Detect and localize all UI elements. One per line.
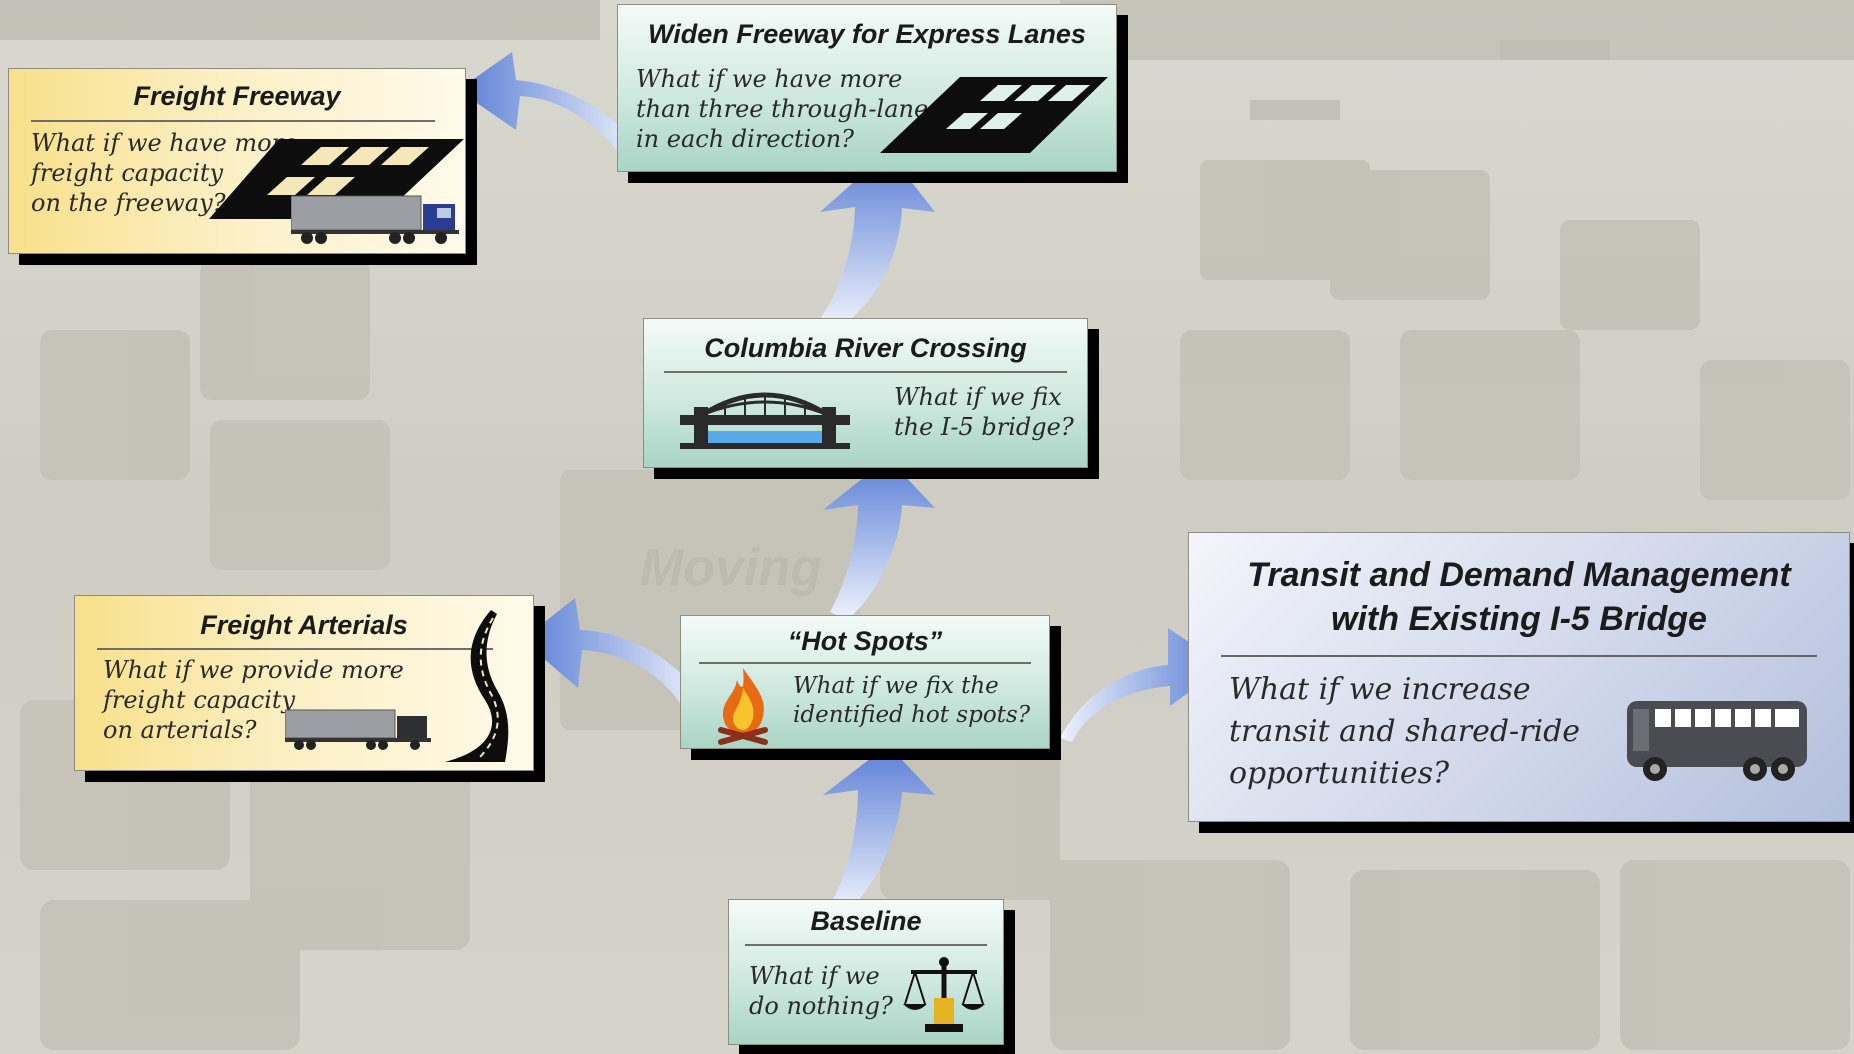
widen-freeway-title: Widen Freeway for Express Lanes — [648, 19, 1086, 49]
hot-spots-box: “Hot Spots” What if we fix the identifie… — [680, 615, 1050, 749]
columbia-crossing-question: What if we fix the I-5 bridge? — [894, 383, 1074, 441]
background-sign-text: Moving — [640, 539, 822, 597]
freight-arterials-title: Freight Arterials — [200, 610, 408, 640]
truck-icon — [291, 195, 459, 244]
transit-title: Transit and Demand Management with Exist… — [1247, 556, 1791, 639]
baseline-box: Baseline What if we do nothing? — [728, 899, 1004, 1045]
divider — [745, 944, 987, 946]
highway-lanes-icon — [880, 77, 1108, 153]
road-curve-icon — [445, 610, 509, 762]
columbia-crossing-title: Columbia River Crossing — [704, 333, 1027, 363]
freight-freeway-title: Freight Freeway — [133, 81, 341, 111]
widen-freeway-box: Widen Freeway for Express Lanes What if … — [617, 4, 1117, 172]
baseline-question: What if we do nothing? — [749, 962, 893, 1020]
columbia-crossing-box: Columbia River Crossing What if we fix t… — [643, 318, 1088, 468]
divider — [1221, 655, 1817, 657]
campfire-icon — [718, 668, 768, 745]
transit-question: What if we increase transit and shared-r… — [1229, 672, 1581, 791]
scales-icon — [903, 957, 985, 1032]
freight-arterials-box: Freight Arterials What if we provide mor… — [74, 595, 534, 771]
transit-box: Transit and Demand Management with Exist… — [1188, 532, 1850, 822]
divider — [31, 120, 435, 122]
widen-freeway-question: What if we have more than three through-… — [636, 65, 941, 153]
divider — [699, 662, 1031, 664]
hot-spots-question: What if we fix the identified hot spots? — [793, 673, 1031, 728]
bus-icon — [1627, 701, 1807, 781]
baseline-title: Baseline — [810, 906, 922, 936]
hot-spots-title: “Hot Spots” — [787, 626, 943, 656]
freight-arterials-question: What if we provide more freight capacity… — [103, 656, 404, 744]
freight-freeway-question: What if we have more freight capacity on… — [31, 129, 298, 217]
divider — [97, 648, 493, 650]
freight-freeway-box: Freight Freeway What if we have more fre… — [8, 68, 466, 254]
divider — [664, 371, 1067, 373]
truck-icon — [285, 709, 431, 750]
bridge-icon — [680, 392, 850, 449]
